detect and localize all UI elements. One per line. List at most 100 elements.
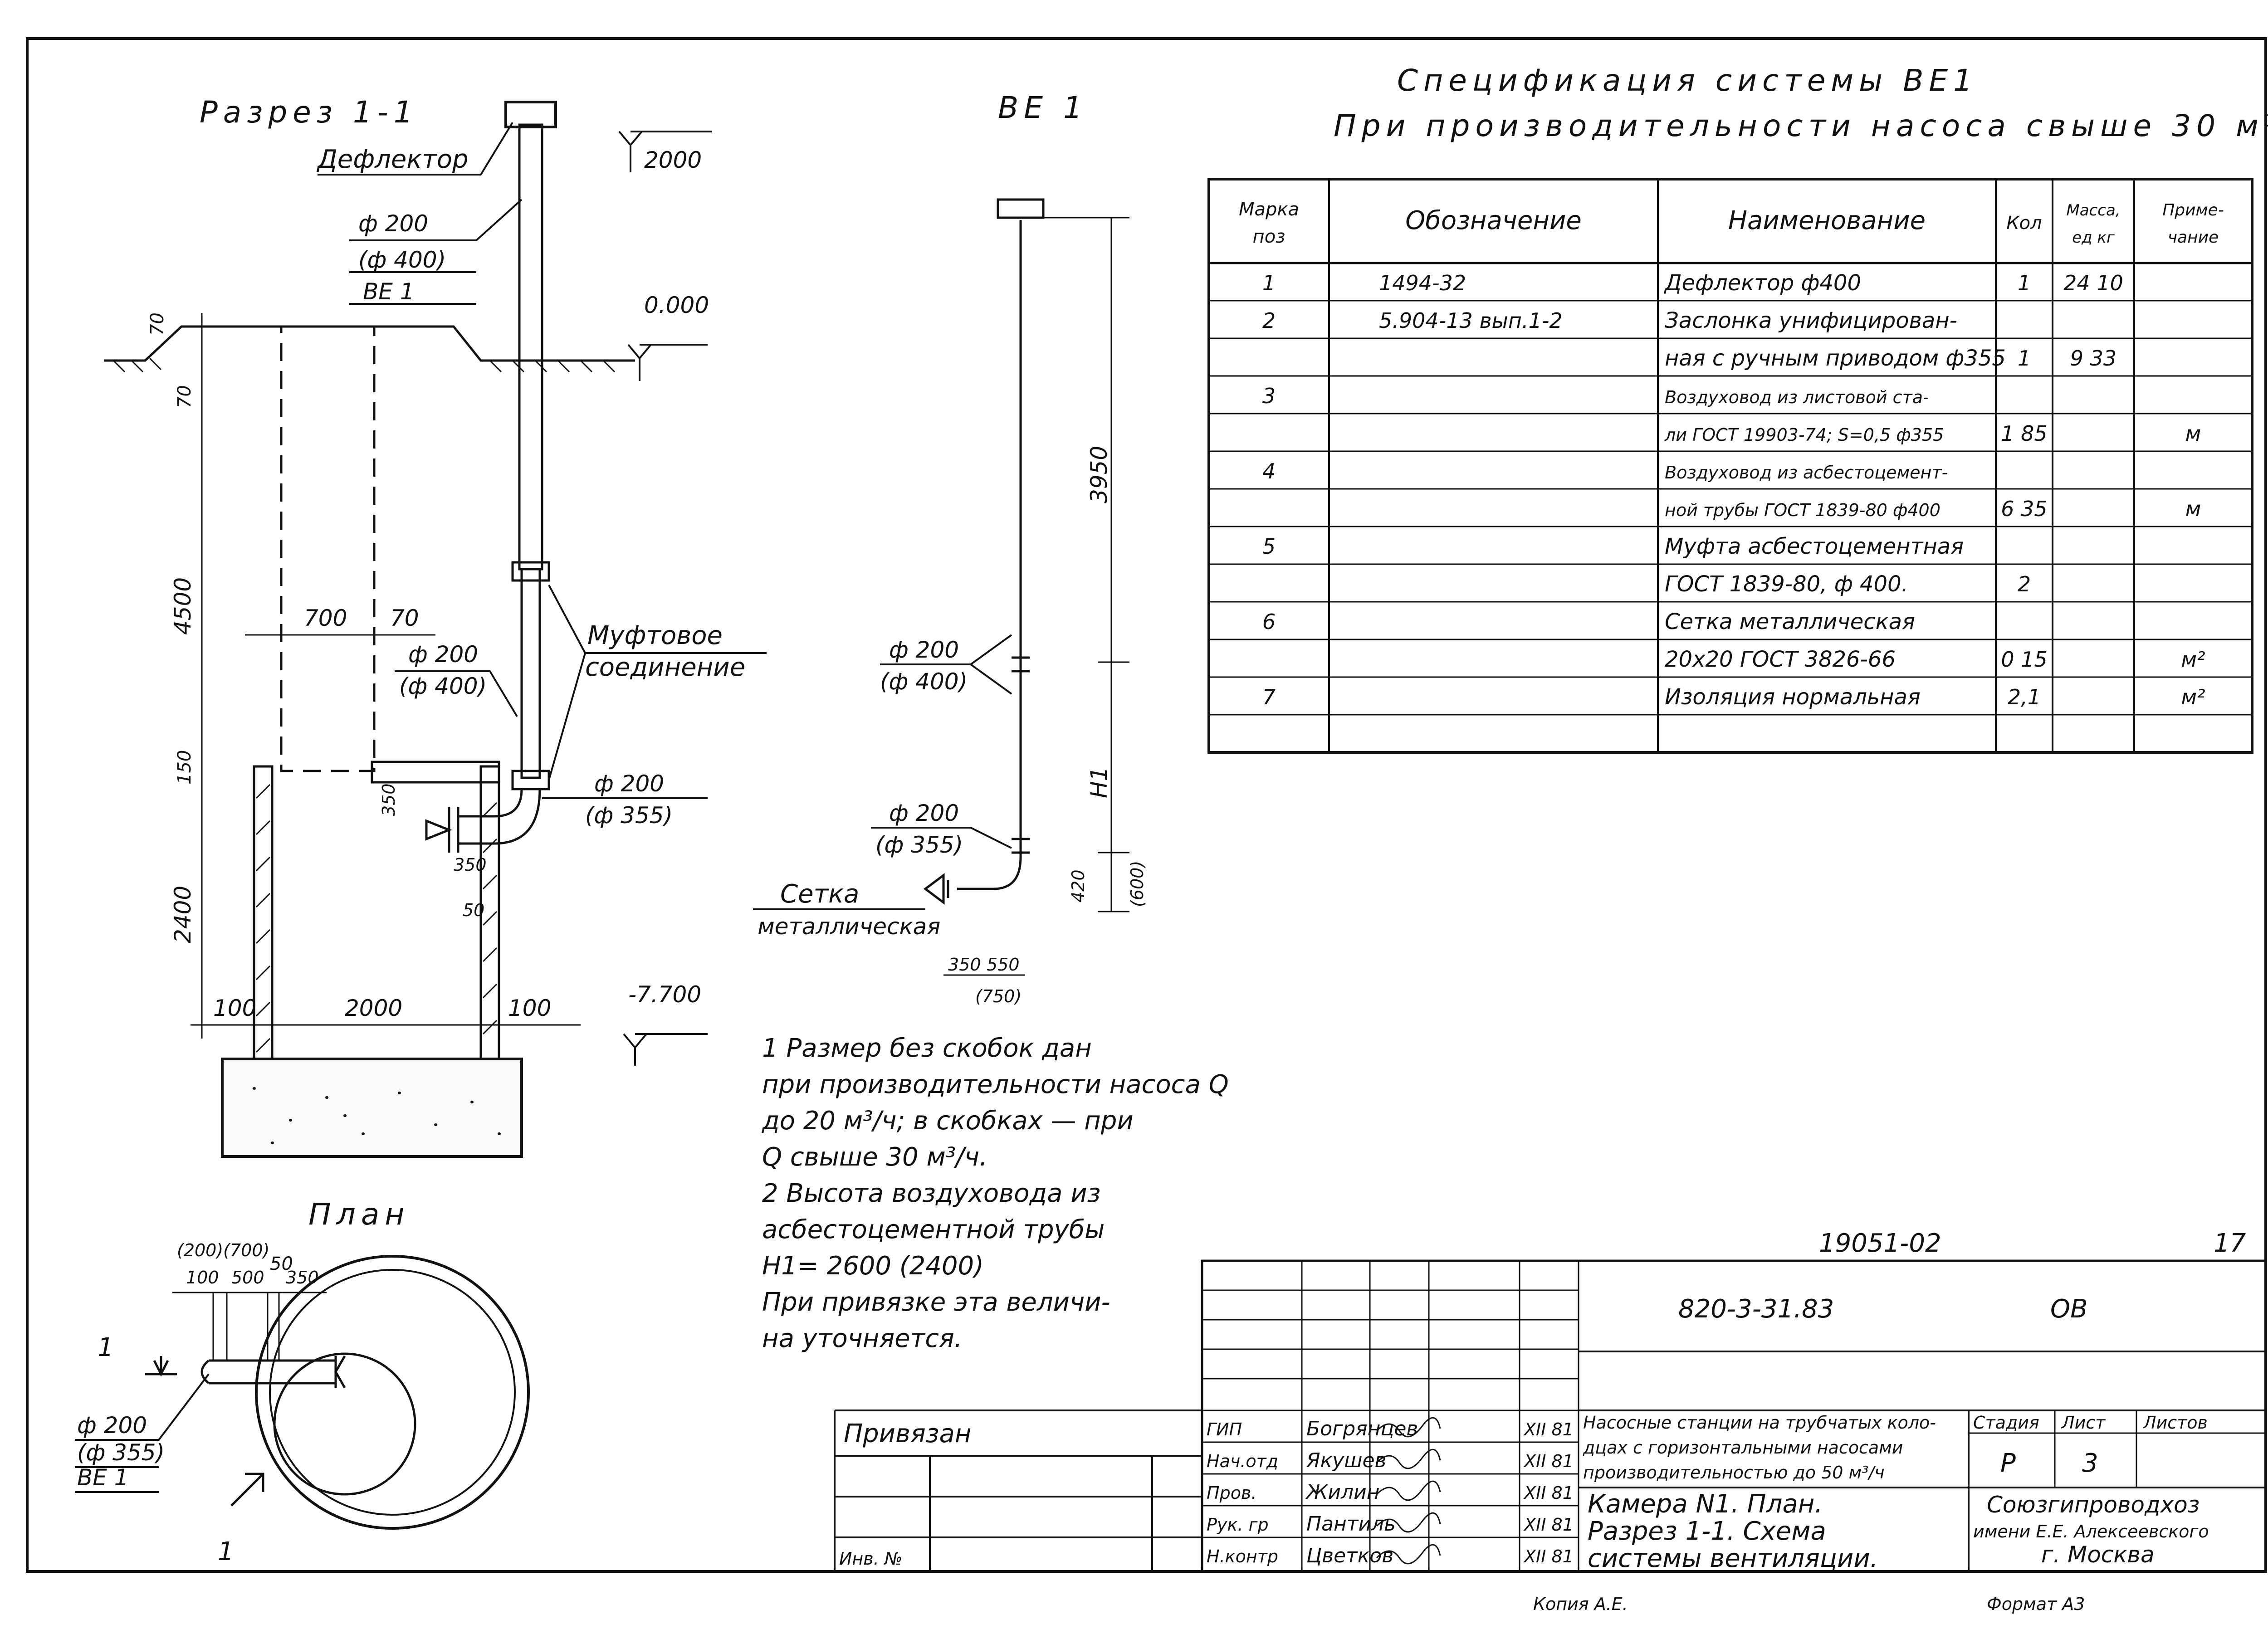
dim-2400: 2400 [170, 886, 196, 943]
dim-150: 150 [174, 750, 195, 785]
wall-hatch [255, 784, 498, 1053]
spec-cell-r1-c1: 5.904-13 вып.1-2 [1379, 308, 1563, 333]
stamp-role: Н.контр [1207, 1546, 1278, 1566]
dim-100-right: 100 [508, 995, 551, 1021]
spec-cell-r2-c3: 1 [2018, 346, 2031, 371]
title-block: 19051-02 17 820-3-31.83 ОВ Насосные стан… [834, 1229, 2267, 1614]
spec-header-1: Обозначение [1405, 206, 1582, 235]
plan-dia-alt: (ф 355) [77, 1439, 165, 1466]
stamp-bound: Привязан [844, 1419, 971, 1449]
shaft-upper [280, 325, 376, 772]
signature-0 [1376, 1417, 1441, 1438]
spec-header-2: Наименование [1728, 206, 1926, 235]
spec-cell-r6-c3: 6 35 [2001, 497, 2047, 521]
plan: План 1 1 (200)(700) 100 500 50 350 ф 200… [75, 1197, 530, 1566]
stamp-roles-grid [1202, 1410, 1579, 1571]
riser-elbow [458, 789, 541, 845]
scheme-dim-600: (600) [1127, 861, 1147, 907]
pipe3-dia-alt: (ф 355) [585, 802, 673, 829]
level-mark-bottom [623, 1033, 708, 1066]
plan-section-mark-1 [145, 1356, 177, 1377]
plan-inner-ring [269, 1269, 516, 1516]
plan-dim-b: 100 [186, 1268, 219, 1288]
stamp-title-3: системы вентиляции. [1588, 1544, 1878, 1573]
plan-dia: ф 200 [77, 1412, 147, 1439]
level-ground: 0.000 [644, 292, 709, 318]
spec-cell-r2-c4: 9 33 [2070, 346, 2116, 371]
stamp-frame [1201, 1259, 2267, 1573]
stamp-date: XII 81 [1523, 1419, 1574, 1439]
scheme-deflector [997, 198, 1045, 219]
stamp-copy: Копия А.Е. [1533, 1594, 1628, 1614]
plan-system: ВЕ 1 [77, 1464, 129, 1491]
stamp-role: Пров. [1207, 1483, 1256, 1503]
signature-3 [1376, 1512, 1441, 1533]
level-mark-ground [627, 344, 708, 381]
scheme-dim-350: 350 [948, 955, 981, 975]
spec-cell-r9-c0: 6 [1262, 610, 1276, 634]
spec-cell-r8-c3: 2 [2018, 572, 2031, 596]
pipe2-leader [395, 670, 518, 717]
spec-cell-r2-c2: ная с ручным приводом ф355 [1665, 346, 2006, 371]
scheme-dim-h1: Н1 [1086, 767, 1112, 798]
stamp-name: Цветков [1306, 1544, 1393, 1567]
scheme-title: ВЕ 1 [998, 90, 1088, 125]
note-line-6: асбестоцементной трубы [762, 1215, 1105, 1244]
dim-70-b: 70 [174, 385, 195, 408]
stamp-section-code: ОВ [2050, 1294, 2088, 1324]
note-line-3: до 20 м³/ч; в скобках — при [762, 1106, 1134, 1136]
scheme-dim-550: 550 [987, 955, 1020, 975]
note-line-2: при производительности насоса Q [762, 1070, 1229, 1099]
dim-350-b: 350 [454, 855, 487, 875]
scheme-mesh-2: металлическая [758, 913, 940, 940]
scheme-d1: ф 200 [889, 637, 959, 663]
stamp-date: XII 81 [1523, 1451, 1574, 1471]
stamp-role: Рук. гр [1207, 1515, 1269, 1535]
scheme-mesh-1: Сетка [780, 879, 859, 909]
dim-70-c: 70 [390, 605, 419, 631]
spec-header-4: ед кг [2072, 229, 2115, 247]
deflector [504, 101, 557, 128]
dim-50: 50 [463, 900, 484, 920]
dim-2000: 2000 [345, 995, 402, 1021]
stamp-inv: Инв. № [839, 1549, 902, 1569]
riser-upper [518, 123, 543, 571]
spec-cell-r0-c4: 24 10 [2063, 271, 2123, 295]
coupling-lower [511, 770, 550, 790]
dim-100-left: 100 [213, 995, 256, 1021]
spec-cell-r6-c5: м [2185, 497, 2201, 521]
signature-2 [1376, 1480, 1441, 1501]
stamp-date: XII 81 [1523, 1483, 1574, 1503]
stamp-stage-h: Стадия [1973, 1413, 2039, 1433]
stamp-number: 19051-02 [1819, 1229, 1941, 1258]
chamber-top-slab [371, 761, 500, 784]
damper [425, 807, 459, 853]
level-mark-top [618, 131, 712, 172]
plan-duct [200, 1355, 346, 1389]
spec-cell-r4-c2: ли ГОСТ 19903-74; S=0,5 ф355 [1664, 425, 1944, 445]
coupling-label-2: соединение [585, 653, 745, 682]
spec-cell-r0-c0: 1 [1262, 271, 1276, 295]
scheme-ve1: ВЕ 1 3950 Н1 420 (600) 350 550 (750) ф 2… [753, 90, 1147, 1006]
dim-4500: 4500 [170, 577, 196, 635]
plan-title: План [308, 1197, 410, 1232]
stamp-left-box [834, 1410, 1202, 1571]
spec-cell-r10-c3: 0 15 [2001, 647, 2047, 672]
scheme-d2-leader [871, 827, 1012, 849]
stamp-code: 820-3-31.83 [1678, 1294, 1834, 1324]
spec-cell-r11-c2: Изоляция нормальная [1665, 684, 1921, 710]
plan-dim-c: 500 [231, 1268, 264, 1288]
plan-dim-a: (200)(700) [177, 1240, 269, 1260]
plan-mark-1: 1 [98, 1333, 114, 1362]
stamp-list: 3 [2082, 1449, 2098, 1478]
ground-line [104, 325, 635, 362]
spec-cell-r3-c2: Воздуховод из листовой ста- [1665, 387, 1929, 407]
scheme-dim-ticks [1039, 217, 1129, 912]
stamp-stage: Р [2000, 1449, 2016, 1478]
scheme-d2-alt: (ф 355) [875, 832, 963, 858]
system-label: ВЕ 1 [363, 278, 415, 305]
note-line-8: При привязке эта величи- [762, 1288, 1110, 1317]
scheme-dim-3950: 3950 [1086, 446, 1112, 503]
note-line-4: Q свыше 30 м³/ч. [762, 1142, 987, 1172]
